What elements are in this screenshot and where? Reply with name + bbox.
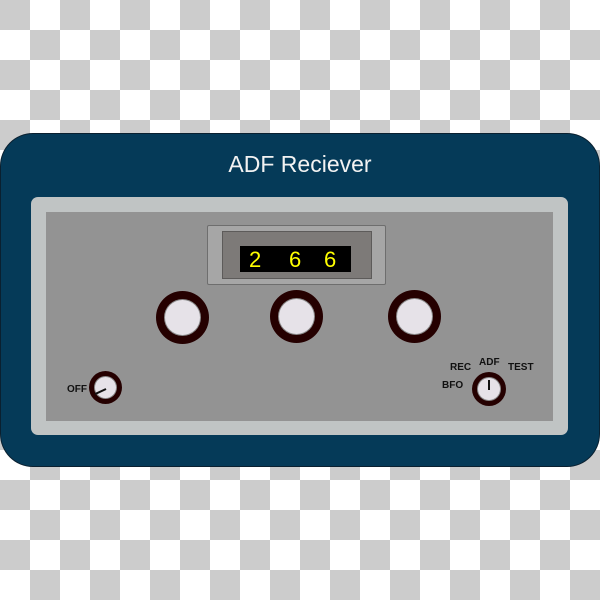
- control-panel: 2 6 6 OFF REC ADF TES: [46, 212, 553, 421]
- mode-label-test: TEST: [508, 362, 534, 373]
- front-bezel: 2 6 6 OFF REC ADF TES: [31, 197, 568, 435]
- display-digit-1: 2: [249, 247, 262, 272]
- frequency-display-window: 2 6 6: [222, 231, 372, 279]
- device-title: ADF Reciever: [228, 151, 372, 177]
- mode-pointer-icon: [488, 380, 490, 390]
- knob-cap: [397, 299, 432, 334]
- display-digit-3: 6: [324, 247, 337, 272]
- power-switch-knob[interactable]: [89, 371, 122, 404]
- tuning-knob-3[interactable]: [388, 290, 441, 343]
- tuning-knob-2[interactable]: [270, 290, 323, 343]
- mode-label-adf: ADF: [479, 357, 500, 368]
- frequency-display-frame: 2 6 6: [207, 225, 386, 285]
- mode-selector-knob[interactable]: [472, 372, 506, 406]
- frequency-display: 2 6 6: [240, 246, 351, 272]
- knob-cap: [279, 299, 314, 334]
- mode-label-rec: REC: [450, 362, 472, 373]
- adf-receiver-device: ADF Reciever 2 6 6 OFF: [1, 134, 599, 466]
- mode-label-bfo: BFO: [442, 380, 464, 391]
- power-off-label: OFF: [67, 384, 87, 395]
- display-digit-2: 6: [289, 247, 302, 272]
- tuning-knob-1[interactable]: [156, 291, 209, 344]
- knob-cap: [165, 300, 200, 335]
